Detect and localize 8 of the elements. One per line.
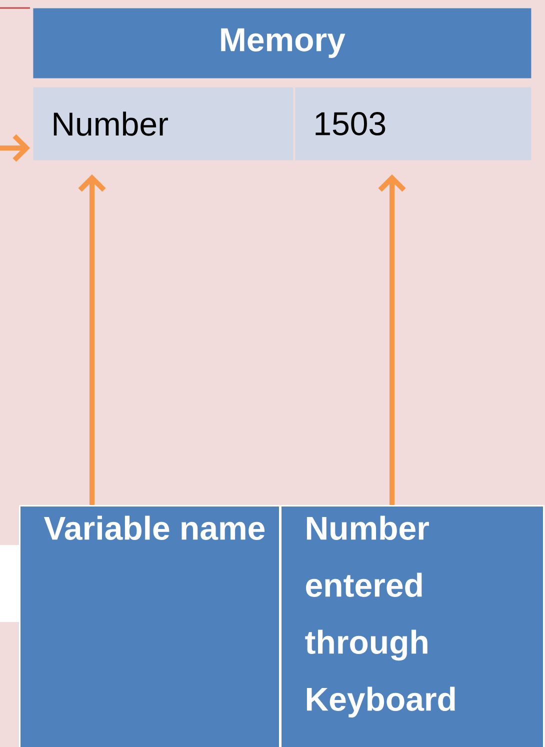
arrow <box>378 174 406 505</box>
arrow <box>78 174 106 505</box>
table-cell: Number <box>33 87 294 160</box>
label-box: Number entered through Keyboard <box>280 505 544 747</box>
label-box: Variable name <box>19 505 280 747</box>
table-header: Memory <box>33 8 532 78</box>
arrow <box>0 134 30 162</box>
table-cell: 1503 <box>295 87 532 160</box>
